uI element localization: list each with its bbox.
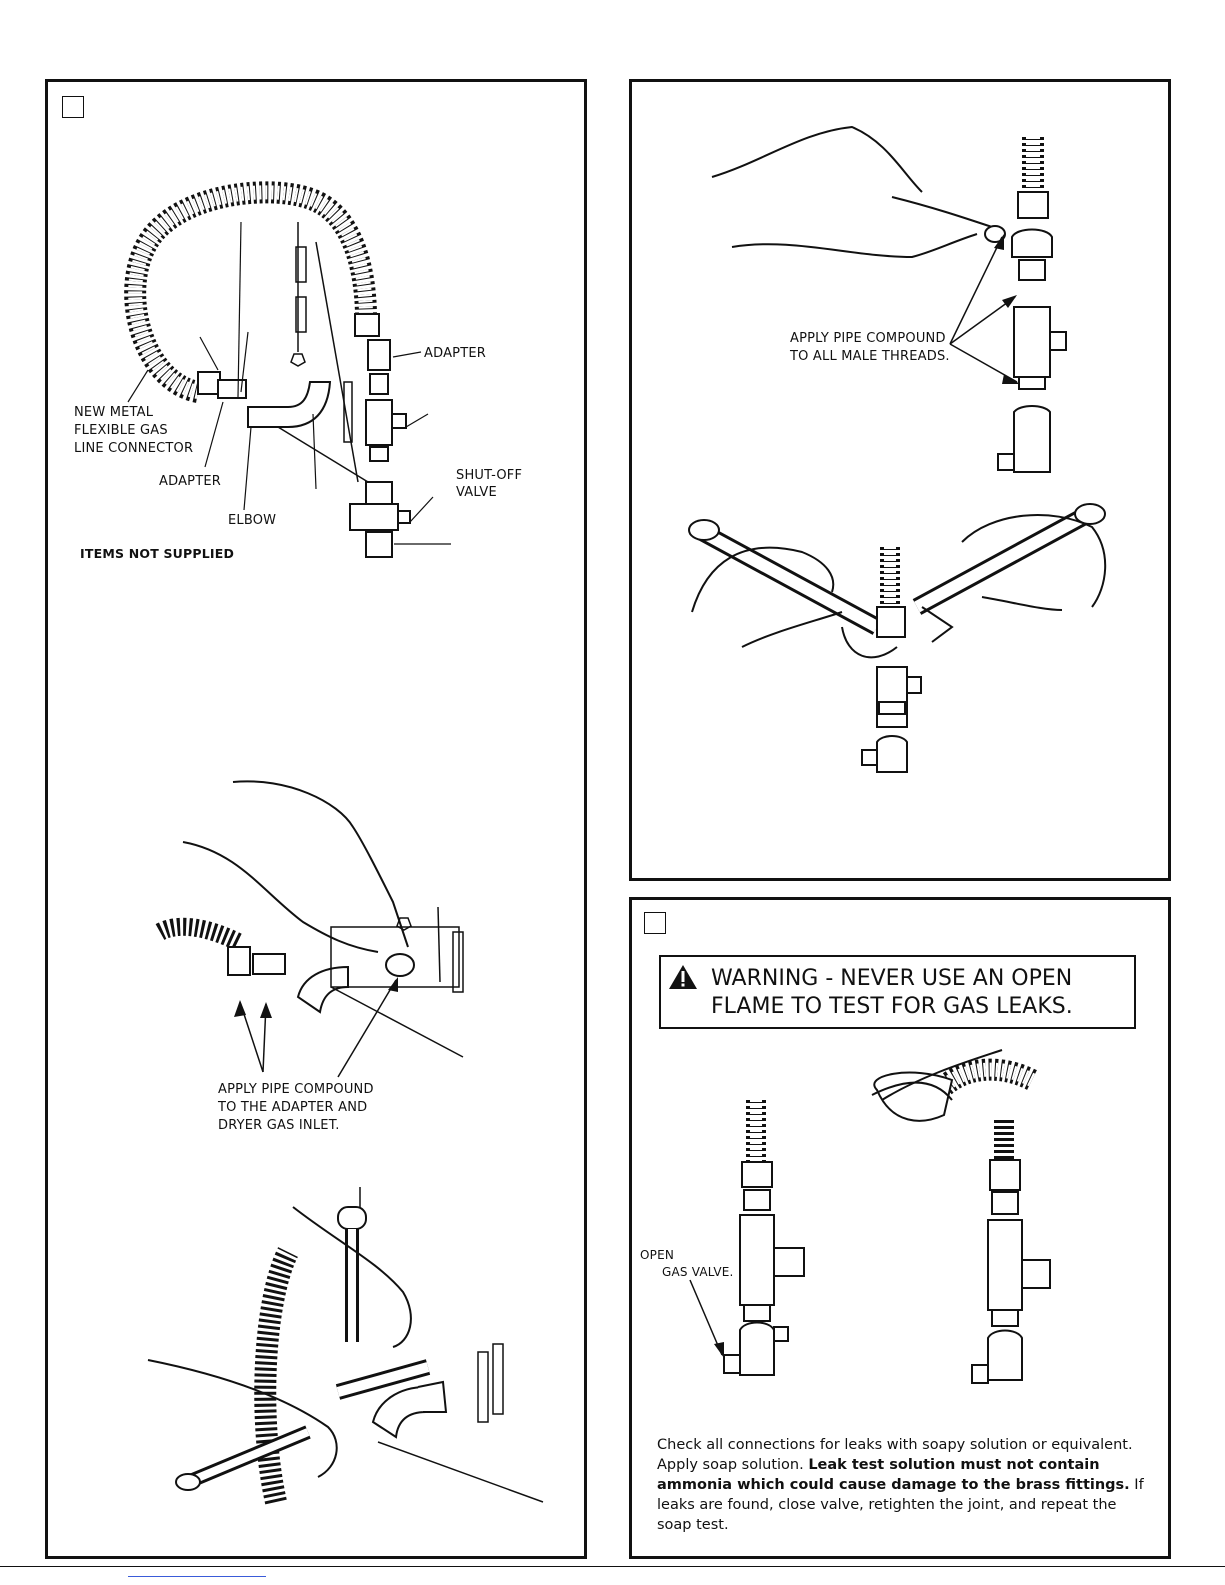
step-panel-connect-adapter: ADAPTER NEW METAL FLEXIBLE GAS LINE CONN… (45, 79, 587, 1559)
compound-adapter-line2: TO THE ADAPTER AND (218, 1100, 368, 1115)
apply-compound-valve-illustration (711, 125, 1067, 473)
warning-text: WARNING - NEVER USE AN OPEN FLAME TO TES… (711, 965, 1073, 1021)
gas-connector-exploded-diagram (124, 181, 451, 558)
label-new-connector-2: FLEXIBLE GAS (74, 423, 168, 438)
step-panel-apply-compound-valve: APPLY PIPE COMPOUND TO ALL MALE THREADS. (629, 79, 1171, 881)
label-adapter-top: ADAPTER (424, 346, 486, 361)
leak-test-text-2: If leaks are found, close valve, retight… (657, 1477, 1144, 1533)
label-shutoff-2: VALVE (456, 485, 497, 500)
compound-adapter-line1: APPLY PIPE COMPOUND (218, 1082, 374, 1097)
apply-compound-dryer-illustration (155, 780, 464, 1078)
compound-male-threads-line1: APPLY PIPE COMPOUND (790, 331, 946, 346)
label-shutoff-1: SHUT-OFF (456, 468, 523, 483)
step-number-box (62, 96, 84, 118)
label-adapter-left: ADAPTER (159, 474, 221, 489)
compound-adapter-line3: DRYER GAS INLET. (218, 1118, 340, 1133)
warning-line-2: FLAME TO TEST FOR GAS LEAKS. (711, 994, 1073, 1019)
leak-test-instructions: Check all connections for leaks with soa… (657, 1435, 1147, 1535)
step-number-box (644, 912, 666, 934)
step-panel-leak-test: WARNING - NEVER USE AN OPEN FLAME TO TES… (629, 897, 1171, 1559)
leak-test-text-bold: Leak test solution must not contain ammo… (657, 1457, 1130, 1493)
leak-test-text-1: Check all connections for leaks with soa… (657, 1437, 1133, 1473)
label-items-not-supplied: ITEMS NOT SUPPLIED (80, 546, 235, 561)
leak-test-illustration (689, 1049, 1051, 1384)
warning-line-1: WARNING - NEVER USE AN OPEN (711, 966, 1073, 991)
two-wrench-tighten-illustration (688, 503, 1107, 773)
page-bottom-rule (0, 1566, 1225, 1567)
warning-box: WARNING - NEVER USE AN OPEN FLAME TO TES… (659, 955, 1136, 1029)
warning-triangle-icon (669, 965, 697, 989)
wrench-tighten-elbow-illustration (147, 1187, 544, 1505)
compound-male-threads-line2: TO ALL MALE THREADS. (790, 349, 950, 364)
elbow-fitting (247, 381, 332, 428)
label-open-gas-valve-2: GAS VALVE. (662, 1265, 734, 1279)
footer-link-underline[interactable] (128, 1576, 266, 1577)
label-open-gas-valve-1: OPEN (640, 1248, 675, 1262)
label-new-connector-1: NEW METAL (74, 405, 154, 420)
label-new-connector-3: LINE CONNECTOR (74, 441, 194, 456)
label-elbow: ELBOW (228, 513, 277, 528)
